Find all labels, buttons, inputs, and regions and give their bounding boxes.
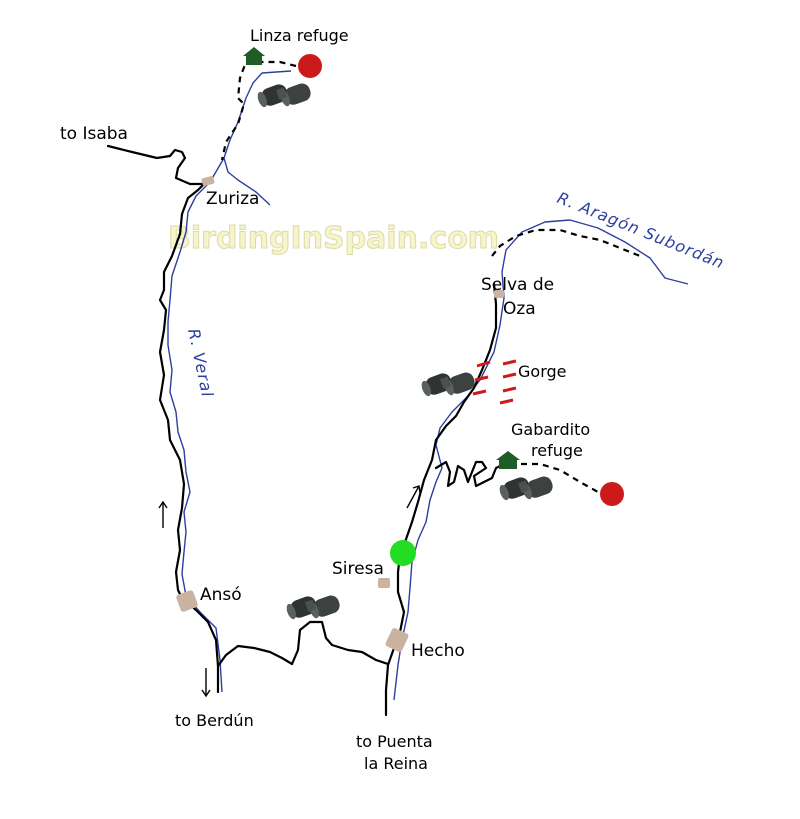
village-hecho	[385, 628, 409, 652]
gorge-marks	[472, 359, 517, 405]
binoculars-icon	[419, 363, 477, 405]
trail-oza-upper	[491, 228, 641, 258]
village-anso	[176, 590, 198, 612]
trail-linza	[220, 60, 297, 161]
trail-gabardito	[510, 462, 611, 496]
road-isaba-anso	[106, 144, 220, 694]
watermark: BirdingInSpain.com	[168, 221, 499, 256]
label-anso: Ansó	[200, 585, 242, 605]
refuge-hut-icon	[496, 451, 520, 469]
direction-arrow-up-icon	[158, 500, 168, 528]
start-point-icon	[390, 540, 416, 566]
label-la-reina: la Reina	[364, 754, 428, 773]
label-siresa: Siresa	[332, 559, 384, 579]
binoculars-icon	[497, 467, 555, 509]
label-isaba: to Isaba	[60, 124, 128, 144]
village-siresa	[378, 578, 390, 588]
village-zuriza	[201, 176, 215, 186]
label-refuge: refuge	[531, 441, 583, 460]
label-selva-de: Selva de	[481, 275, 554, 295]
end-point-icon	[298, 54, 322, 78]
label-linza-refuge: Linza refuge	[250, 26, 349, 45]
binoculars-icon	[255, 74, 313, 116]
village-selva	[494, 290, 504, 298]
end-point-icon	[600, 482, 624, 506]
road-anso-hecho	[216, 620, 390, 668]
label-oza: Oza	[503, 299, 536, 319]
label-puenta: to Puenta	[356, 732, 433, 751]
label-gabardito: Gabardito	[511, 420, 590, 439]
refuge-hut-icon	[243, 47, 265, 65]
label-zuriza: Zuriza	[206, 189, 259, 209]
label-river-veral: R. Veral	[184, 327, 217, 399]
label-berdun: to Berdún	[175, 711, 254, 730]
road-gabardito-hairpins	[434, 460, 510, 488]
label-hecho: Hecho	[411, 641, 465, 661]
direction-arrow-down-icon	[201, 668, 211, 698]
label-gorge: Gorge	[518, 362, 566, 381]
direction-arrow-diagonal-icon	[406, 485, 421, 509]
label-river-aragon: R. Aragón Subordán	[555, 188, 728, 273]
